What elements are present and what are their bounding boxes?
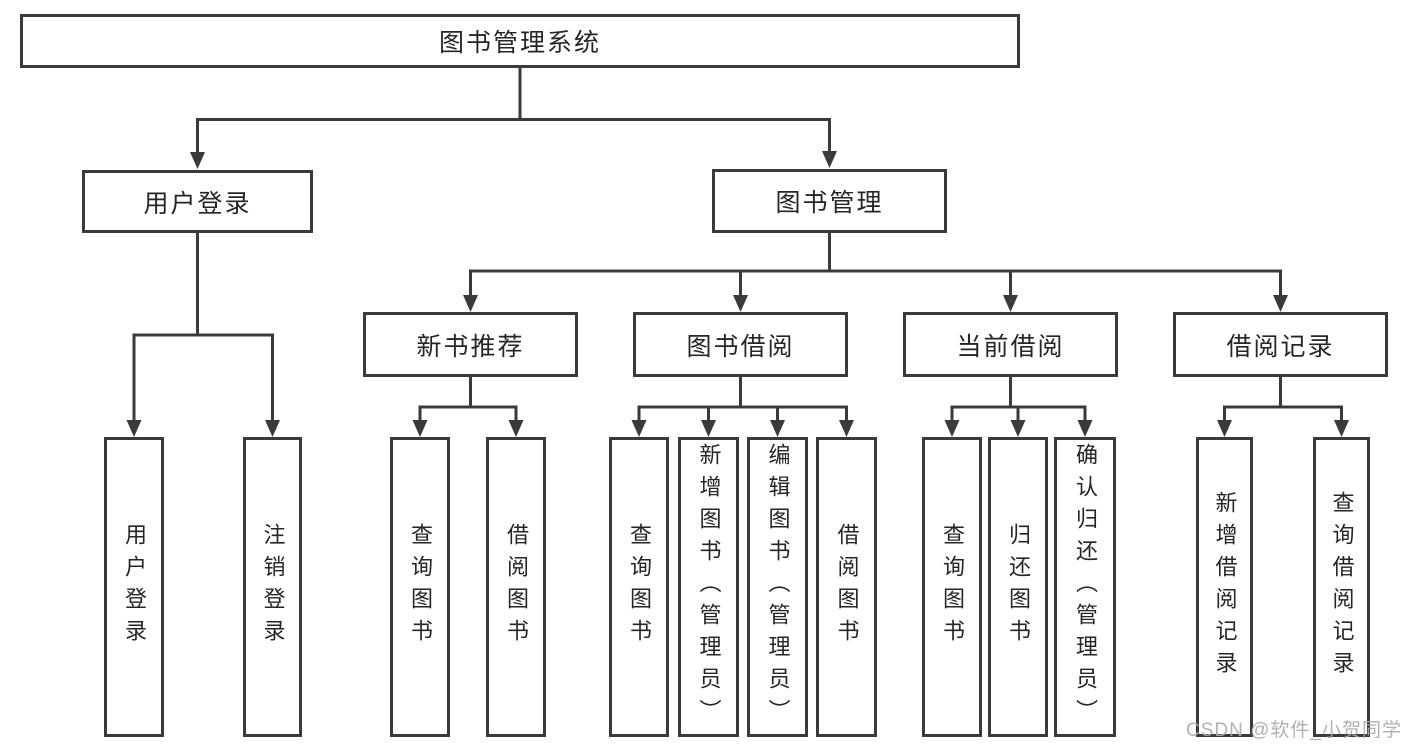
leaf-logout: 注销登录: [243, 437, 302, 737]
node-book-borrow: 图书借阅: [633, 312, 848, 377]
node-current-borrow: 当前借阅: [903, 312, 1118, 377]
leaf-query-books-borrow: 查询图书: [609, 437, 669, 737]
node-book-management: 图书管理: [712, 169, 947, 233]
connector-book-borrow-branch: [631, 377, 854, 437]
leaf-borrow-books-recommend: 借阅图书: [486, 437, 546, 737]
leaf-query-books-recommend: 查询图书: [390, 437, 450, 737]
connector-new-book-branch: [412, 377, 524, 437]
leaf-user-login: 用户登录: [104, 437, 164, 737]
leaf-add-books-admin: 新增图书（管理员）: [678, 437, 739, 737]
leaf-edit-books-admin: 编辑图书（管理员）: [747, 437, 808, 737]
leaf-query-borrow-record: 查询借阅记录: [1313, 437, 1370, 737]
node-new-book-recommend: 新书推荐: [363, 312, 578, 377]
connector-root-to-level2: [190, 68, 837, 169]
connector-book-mgmt-branch: [463, 233, 1288, 312]
connector-current-borrow-branch: [944, 377, 1093, 437]
node-library-management-system: 图书管理系统: [20, 14, 1020, 68]
leaf-add-borrow-record: 新增借阅记录: [1196, 437, 1253, 737]
connector-user-login-branch: [126, 233, 280, 437]
leaf-return-books: 归还图书: [988, 437, 1048, 737]
leaf-confirm-return-admin: 确认归还（管理员）: [1054, 437, 1116, 737]
node-borrow-records: 借阅记录: [1173, 312, 1388, 377]
csdn-watermark: CSDN @软件_小贺同学: [1186, 720, 1402, 741]
leaf-query-books-current: 查询图书: [922, 437, 982, 737]
leaf-borrow-books: 借阅图书: [816, 437, 877, 737]
node-user-login: 用户登录: [82, 170, 313, 233]
connector-borrow-records-branch: [1217, 377, 1349, 437]
